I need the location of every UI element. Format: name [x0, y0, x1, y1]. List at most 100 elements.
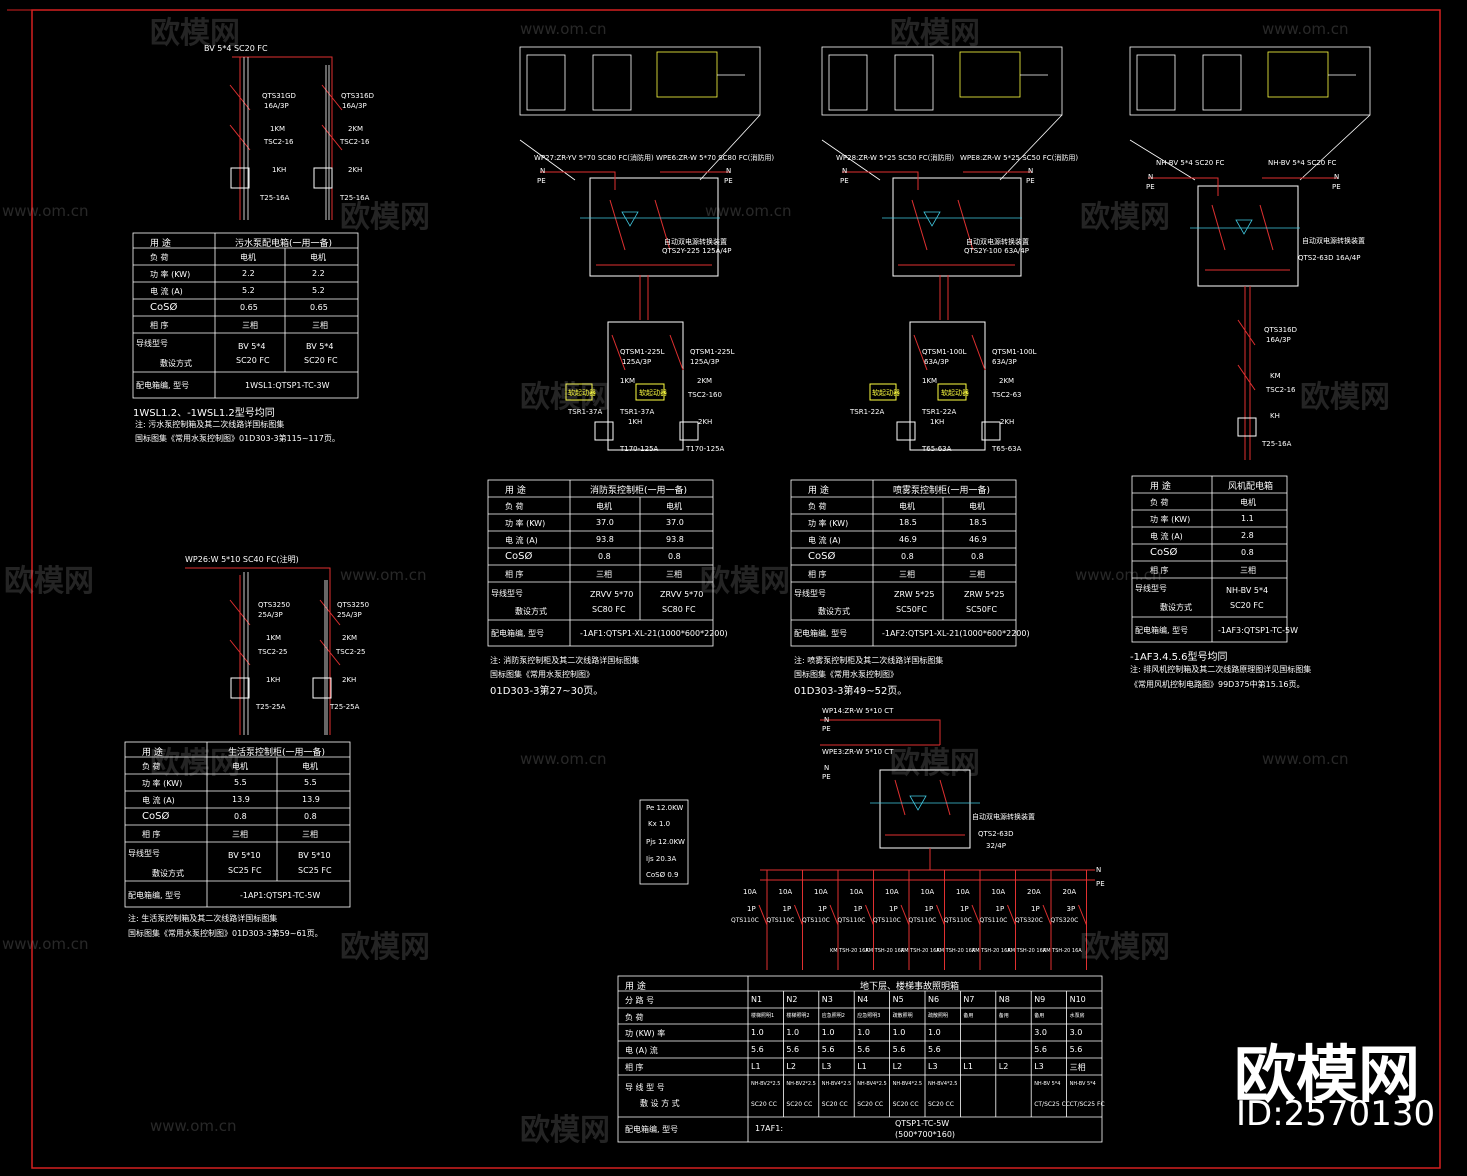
table4-row-label: 电 流 (A) — [808, 536, 841, 545]
panel3-soft-starter-left-label: 软起动器 — [568, 389, 596, 397]
table4-row-a: 三相 — [899, 570, 915, 579]
table4-lay-label: 敷设方式 — [818, 607, 850, 616]
branch-line — [829, 904, 839, 926]
table6-title: 地下层、楼梯事故照明箱 — [860, 982, 960, 992]
table6-cell-circuits: N7 — [963, 995, 975, 1004]
table5-title-label: 用 途 — [1150, 482, 1171, 492]
table5-lay-label: 敷设方式 — [1160, 603, 1192, 612]
panel5-ats-model: QTS2-63D 16A/4P — [1298, 254, 1361, 262]
table4-grid — [790, 479, 1017, 647]
panel1-breaker-left-rating: 16A/3P — [264, 102, 289, 110]
branch-model: QTS110C — [873, 917, 901, 924]
panel4-n-label: N — [842, 167, 848, 175]
branch-rcd: KM TSH-20 16A — [1007, 948, 1047, 954]
panel6-load-calc-box — [639, 799, 689, 885]
table6-cell-cables: NH-BV4*2.5 — [821, 1081, 852, 1087]
panel5-tsc: TSC2-16 — [1266, 386, 1296, 394]
panel4-km-left: 1KM — [922, 377, 938, 385]
panel4-ats-model: QTS2Y-100 63A/4P — [964, 247, 1029, 255]
panel3-tsr-right: TSR1-37A — [620, 408, 655, 416]
watermark-brand: 欧模网 — [150, 16, 240, 51]
table1-row-a: 0.65 — [240, 303, 258, 312]
panel1-note: 国标图集《常用水泵控制图》01D303-3第115~117页。 — [135, 434, 340, 443]
table2-row-label: 相 序 — [142, 830, 161, 839]
panel3-pe-label: PE — [537, 177, 546, 185]
table6-cell-phases: L3 — [821, 1062, 832, 1071]
panel1-breaker-left-model: QTS31GD — [262, 92, 296, 100]
table4-row-label: 相 序 — [808, 570, 827, 579]
table1-row-b: 电机 — [310, 253, 326, 262]
branch-poles: 3P — [1066, 905, 1076, 913]
panel2-ct-left: T25-25A — [256, 703, 286, 711]
panel4-pe-label-right: PE — [1026, 177, 1035, 185]
branch-model: QTS110C — [979, 917, 1008, 924]
panel2-breaker-left-model: QTS3250 — [258, 601, 291, 609]
panel5-pe-label: PE — [1146, 183, 1155, 191]
table1-row-label: CoSØ — [150, 302, 178, 313]
table6-cell-cables: NH-BV 5*4 — [1034, 1081, 1061, 1087]
branch-rcd: KM TSH-20 16A — [1043, 948, 1082, 954]
table4-cable-b: ZRW 5*25 — [964, 590, 1005, 599]
panel2-breaker-left-rating: 25A/3P — [258, 611, 283, 619]
table6-cell-loads: 疏散照明 — [928, 1013, 949, 1019]
table2-title-label: 用 途 — [142, 748, 163, 758]
branch-rcd: KM TSH-20 16A — [936, 948, 976, 954]
table6-cell-loads: 楼梯照明1 — [751, 1013, 775, 1019]
table6-cell-circuits: N4 — [857, 995, 869, 1004]
panel3-diagram — [540, 171, 730, 451]
panel1-tsc-right: TSC2-16 — [340, 138, 370, 146]
table6-cell-cables: NH-BV4*2.5 — [928, 1081, 958, 1087]
table1-box-label: 配电箱编, 型号 — [136, 381, 190, 390]
table2-lay-label: 敷设方式 — [152, 869, 184, 878]
table6-cell-phases: L1 — [857, 1062, 867, 1071]
panel3-tsc-right: TSC2-160 — [688, 391, 722, 399]
table5-row-label: 相 序 — [1150, 566, 1169, 575]
table5-row-a: 电机 — [1240, 498, 1256, 507]
watermark-url: www.om.cn — [340, 566, 427, 584]
table6-lay-label: 敷 设 方 式 — [640, 1099, 680, 1108]
panel6-pe-label: PE — [822, 725, 831, 733]
table6-cell-phases: L1 — [963, 1062, 973, 1071]
branch-model: QTS110C — [766, 917, 795, 924]
table5-row-label: 电 流 (A) — [1150, 532, 1183, 541]
table1-grid — [132, 232, 359, 399]
table3-title: 消防泵控制柜(一用一备) — [590, 486, 688, 496]
table3-row-a: 0.8 — [598, 552, 611, 561]
table6-cell-powers: 1.0 — [821, 1028, 835, 1037]
table6-cell-powers: 3.0 — [1034, 1028, 1047, 1037]
watermark-brand: 欧模网 — [340, 200, 430, 235]
watermark-brand: 欧模网 — [520, 1113, 610, 1148]
table3-row-b: 电机 — [666, 502, 682, 511]
table4-row-b: 三相 — [969, 570, 985, 579]
panel6-feeder-top: WP14:ZR-W 5*10 CT — [822, 707, 894, 715]
table6-cell-circuits: N6 — [928, 995, 940, 1004]
table4-title: 喷雾泵控制柜(一用一备) — [893, 486, 991, 496]
branch-rcd: KM TSH-20 16A — [865, 948, 905, 954]
branch-model: QTS110C — [944, 917, 972, 924]
panel2-km-left: 1KM — [266, 634, 282, 642]
table3-box-value: -1AF1:QTSP1-XL-21(1000*600*2200) — [580, 629, 728, 638]
table2-cable-label: 导线型号 — [128, 849, 160, 858]
panel4-pe-label: PE — [840, 177, 849, 185]
table5-row-label: 负 荷 — [1150, 498, 1169, 507]
table6-cell-cables: NH-BV 5*4 — [1069, 1081, 1096, 1087]
table5-title: 风机配电箱 — [1228, 482, 1274, 492]
table6-cell-lays: SC20 CC — [786, 1101, 813, 1108]
table6-cell-phases: L3 — [928, 1062, 938, 1071]
table6-cell-currents: 5.6 — [857, 1045, 870, 1054]
watermark-brand: 欧模网 — [1300, 380, 1390, 415]
table4-row-a: 46.9 — [899, 535, 917, 544]
panel4-soft-starter-right-label: 软起动器 — [941, 389, 969, 397]
table3-grid — [487, 479, 714, 647]
panel5-cyan-lines — [1190, 219, 1300, 235]
table6-cell-lays: SC20 CC — [928, 1101, 954, 1108]
table6-cell-phases: L2 — [892, 1062, 903, 1071]
table1-row-label: 相 序 — [150, 321, 169, 330]
panel3-cyan-lines — [580, 211, 720, 227]
table6-cell-cables: NH-BV4*2.5 — [892, 1081, 923, 1087]
panel4-note: 注: 喷雾泵控制柜及其二次线路详国标图集 — [794, 656, 944, 665]
panel1-diagram — [229, 56, 343, 220]
panel3-n-label-right: N — [726, 167, 732, 175]
table2-title: 生活泵控制柜(一用一备) — [228, 748, 326, 758]
